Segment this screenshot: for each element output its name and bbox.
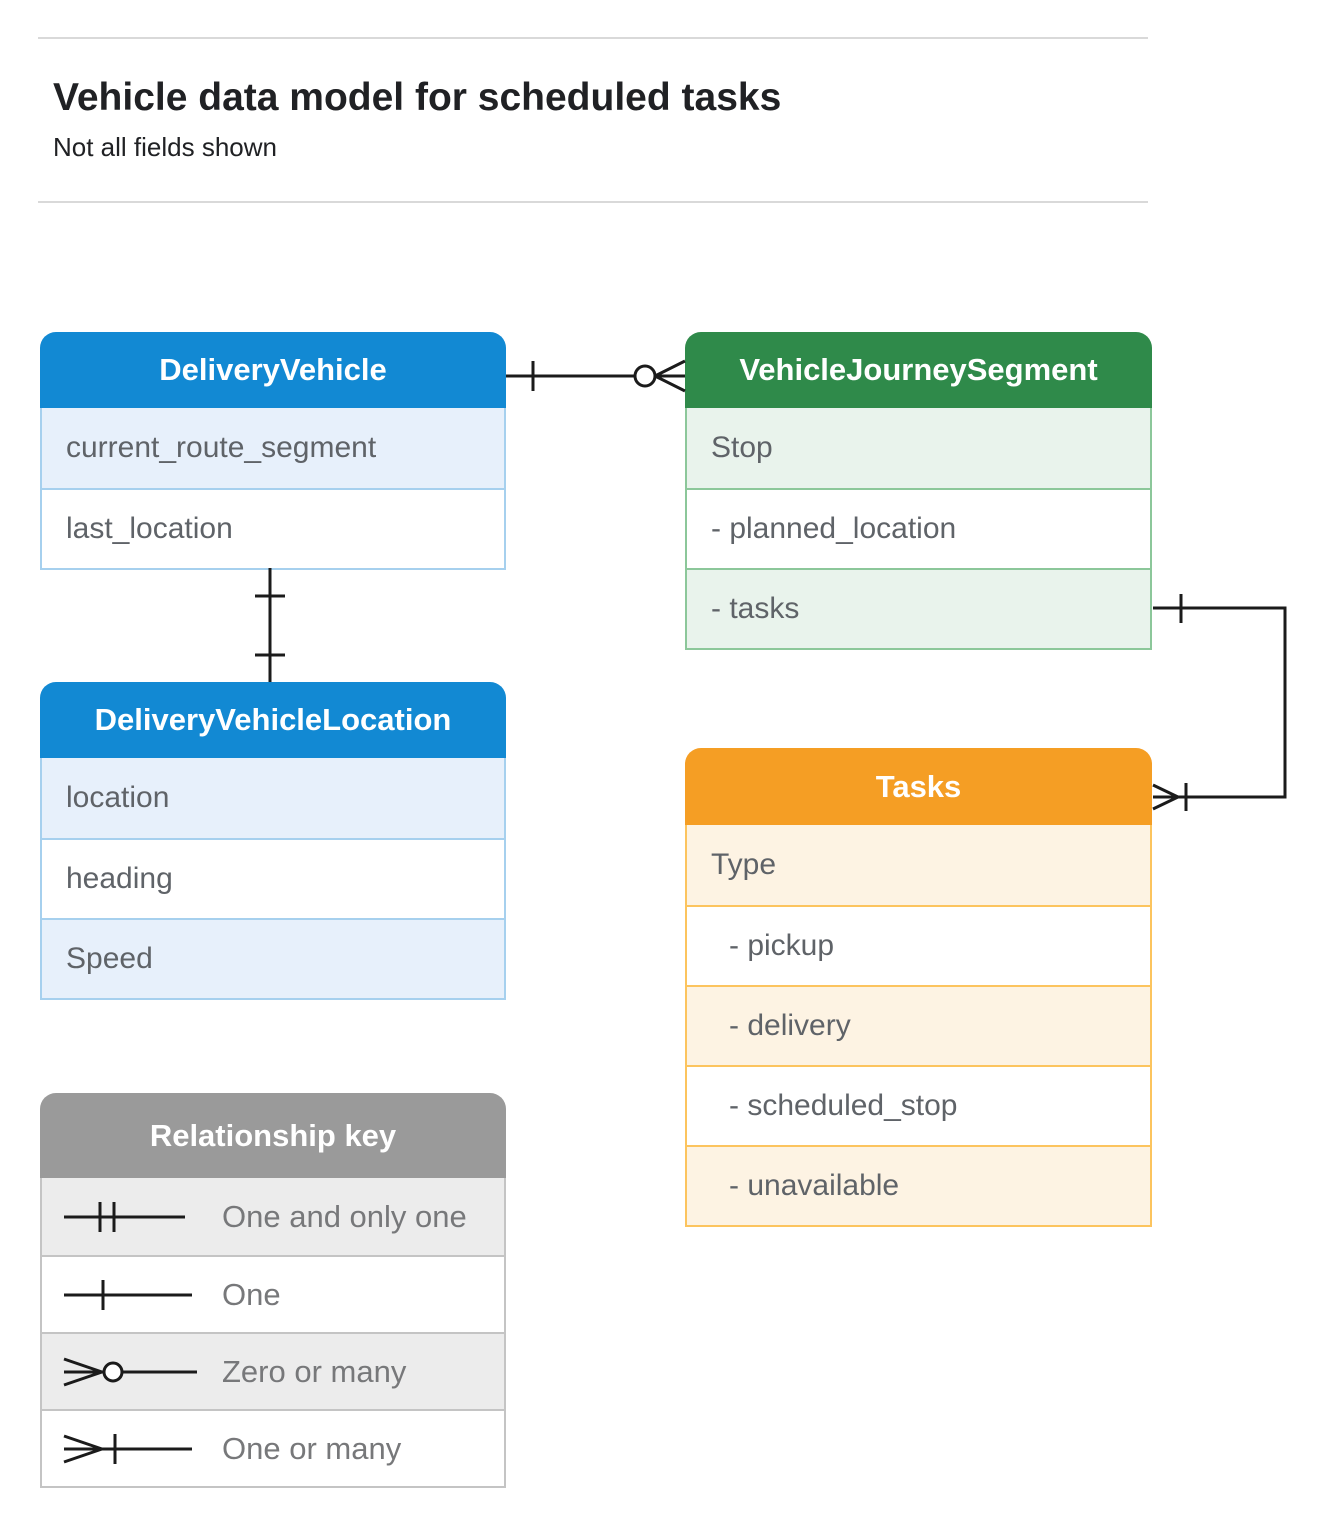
key-label: One or many bbox=[222, 1430, 402, 1466]
key-label: One bbox=[222, 1276, 281, 1312]
field-tasks: - tasks bbox=[687, 568, 1150, 648]
one-icon bbox=[42, 1273, 222, 1317]
field-delivery: - delivery bbox=[687, 985, 1150, 1065]
key-row-zero-or-many: Zero or many bbox=[42, 1332, 504, 1409]
entity-tasks: Tasks Type - pickup - delivery - schedul… bbox=[685, 748, 1152, 1227]
field-scheduled-stop: - scheduled_stop bbox=[687, 1065, 1150, 1145]
field-type: Type bbox=[687, 825, 1150, 905]
field-speed: Speed bbox=[42, 918, 504, 998]
field-planned-location: - planned_location bbox=[687, 488, 1150, 568]
relationship-key: Relationship key One and only one bbox=[40, 1093, 506, 1488]
field-last-location: last_location bbox=[42, 488, 504, 568]
page-title: Vehicle data model for scheduled tasks bbox=[53, 76, 782, 119]
key-row-one-or-many: One or many bbox=[42, 1409, 504, 1486]
field-heading: heading bbox=[42, 838, 504, 918]
header-divider bbox=[38, 201, 1148, 203]
entity-title-tasks: Tasks bbox=[685, 748, 1152, 825]
one-or-many-icon bbox=[42, 1427, 222, 1471]
entity-title-delivery-vehicle-location: DeliveryVehicleLocation bbox=[40, 682, 506, 758]
key-row-one-and-only-one: One and only one bbox=[42, 1178, 504, 1255]
field-pickup: - pickup bbox=[687, 905, 1150, 985]
entity-delivery-vehicle-location: DeliveryVehicleLocation location heading… bbox=[40, 682, 506, 1000]
one-and-only-one-icon bbox=[42, 1195, 222, 1239]
entity-vehicle-journey-segment: VehicleJourneySegment Stop - planned_loc… bbox=[685, 332, 1152, 650]
key-label: One and only one bbox=[222, 1198, 467, 1234]
top-divider bbox=[38, 37, 1148, 39]
field-unavailable: - unavailable bbox=[687, 1145, 1150, 1225]
entity-title-delivery-vehicle: DeliveryVehicle bbox=[40, 332, 506, 408]
field-current-route-segment: current_route_segment bbox=[42, 408, 504, 488]
zero-or-many-icon bbox=[42, 1350, 222, 1394]
page-subtitle: Not all fields shown bbox=[53, 132, 277, 162]
relationship-key-title: Relationship key bbox=[40, 1093, 506, 1178]
field-location: location bbox=[42, 758, 504, 838]
key-row-one: One bbox=[42, 1255, 504, 1332]
entity-delivery-vehicle: DeliveryVehicle current_route_segment la… bbox=[40, 332, 506, 570]
entity-title-vehicle-journey-segment: VehicleJourneySegment bbox=[685, 332, 1152, 408]
key-label: Zero or many bbox=[222, 1353, 407, 1389]
field-stop: Stop bbox=[687, 408, 1150, 488]
